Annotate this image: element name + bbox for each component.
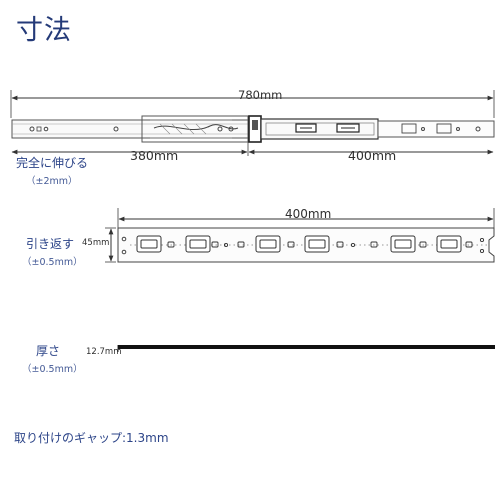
pullback-label: 引き返す （±0.5mm）	[22, 235, 83, 268]
extended-slide-rail	[11, 115, 495, 143]
inner-member-rail	[117, 227, 495, 263]
inner-length-label: 400mm	[285, 207, 332, 221]
height-label: 45mm	[82, 238, 110, 248]
overall-length-label: 780mm	[238, 88, 283, 102]
page-title: 寸法	[16, 15, 72, 46]
full-extension-text: 完全に伸びる	[16, 156, 89, 170]
closed-length-label: 380mm	[130, 148, 179, 163]
mounting-gap-label: 取り付けのギャップ:1.3mm	[14, 431, 169, 445]
inner-member-dimension-lines	[105, 208, 495, 263]
full-extension-tolerance: （±2mm）	[26, 176, 78, 187]
pullback-tolerance: （±0.5mm）	[22, 257, 83, 268]
thickness-indicator	[117, 345, 495, 352]
full-extension-label: 完全に伸びる （±2mm）	[16, 154, 88, 187]
extended-slide-dimension-lines	[10, 90, 495, 156]
thickness-tolerance: （±0.5mm）	[22, 364, 83, 375]
thickness-text: 厚さ	[36, 344, 61, 358]
thickness-value-label: 12.7mm	[86, 347, 122, 357]
pullback-text: 引き返す	[26, 237, 75, 251]
extension-length-label: 400mm	[348, 148, 397, 163]
thickness-label: 厚さ （±0.5mm）	[22, 342, 83, 375]
